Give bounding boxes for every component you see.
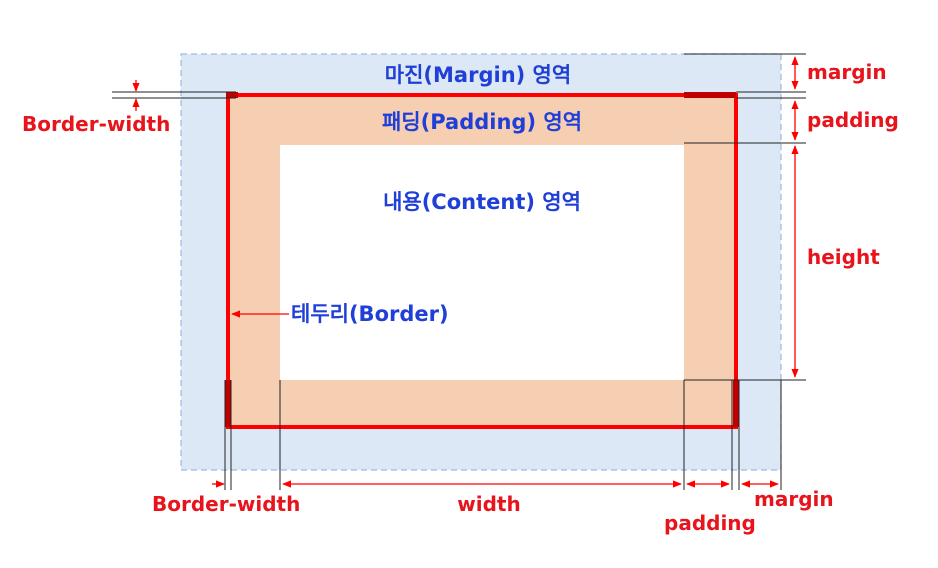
border-width-left-label: Border-width (22, 112, 170, 136)
padding-bottom-label: padding (664, 511, 756, 535)
content-area-label: 내용(Content) 영역 (383, 190, 581, 214)
margin-area-label: 마진(Margin) 영역 (385, 63, 571, 87)
width-label: width (457, 492, 520, 516)
height-label: height (807, 245, 880, 269)
margin-bottom-label: margin (754, 487, 834, 511)
border-width-bottom-label: Border-width (152, 492, 300, 516)
content-area (280, 145, 684, 380)
margin-right-label: margin (807, 60, 887, 84)
padding-area-label: 패딩(Padding) 영역 (382, 110, 582, 134)
padding-right-label: padding (807, 108, 899, 132)
border-label: 테두리(Border) (291, 302, 449, 326)
border-box (226, 93, 738, 429)
